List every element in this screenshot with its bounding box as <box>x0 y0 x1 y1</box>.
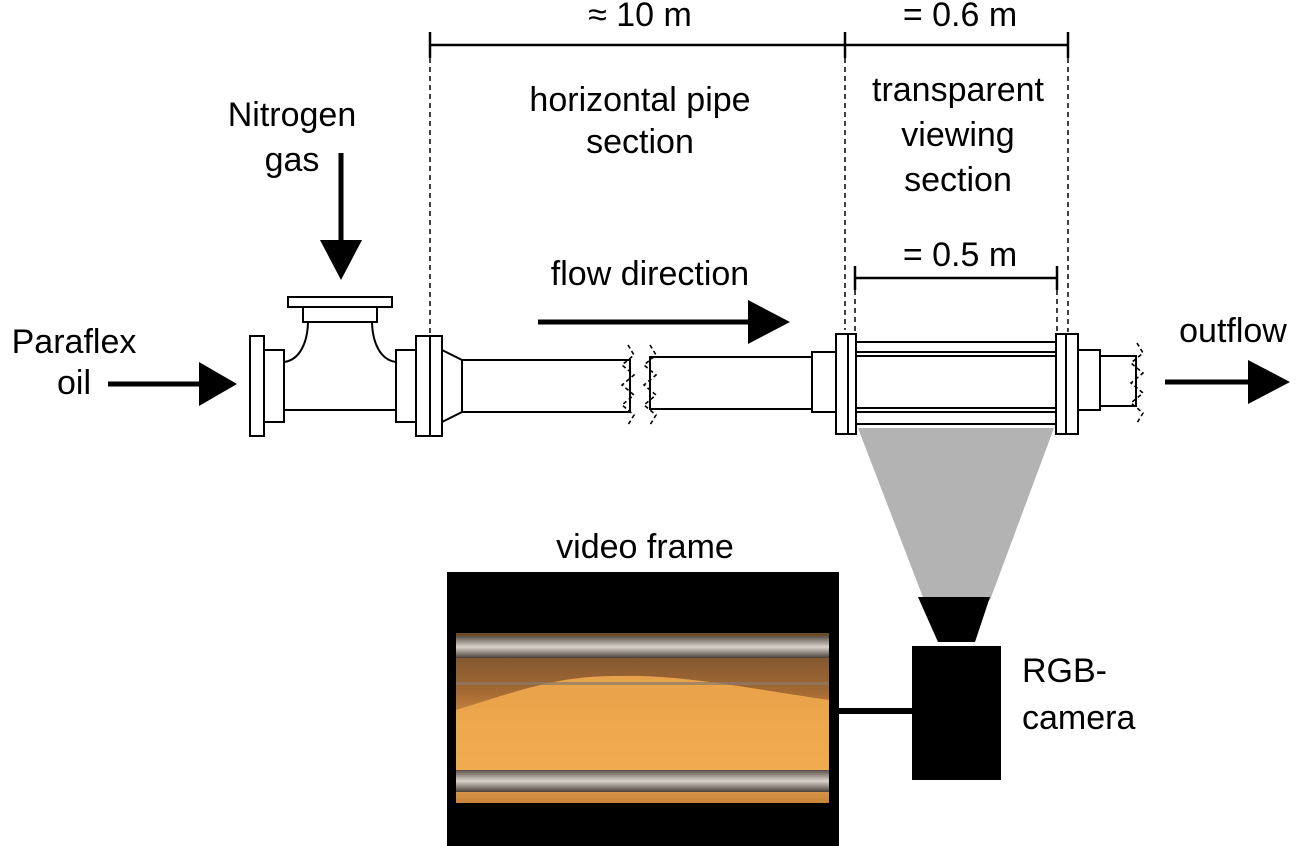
pipe-break-marks <box>620 342 1145 426</box>
length-camera-field-label: = 0.5 m <box>902 236 1018 274</box>
camera-label-2: camera <box>1022 699 1136 737</box>
length-total-label: ≈ 10 m <box>588 0 692 34</box>
video-frame-label: video frame <box>556 528 734 566</box>
transparent-label-1: transparent <box>872 71 1044 109</box>
camera-field-of-view <box>858 428 1054 600</box>
camera-label-1: RGB- <box>1022 652 1107 690</box>
nitrogen-arrow <box>320 153 362 280</box>
nitrogen-label-1: Nitrogen <box>227 96 357 134</box>
inlet-arrow <box>108 362 237 406</box>
horizontal-pipe-label-1: horizontal pipe <box>529 81 751 119</box>
outflow-arrow <box>1165 360 1290 404</box>
transparent-label-2: viewing <box>901 116 1015 154</box>
flow-direction-arrow <box>538 300 790 344</box>
t-piece <box>249 296 417 437</box>
rgb-camera-icon <box>912 597 1001 780</box>
dimension-guides <box>429 58 1069 338</box>
pipe-system <box>249 296 1137 437</box>
paraflex-label-2: oil <box>56 364 92 402</box>
length-viewing-label: = 0.6 m <box>902 0 1018 34</box>
horizontal-pipe-label-2: section <box>586 123 694 161</box>
outflow-label: outflow <box>1179 312 1287 350</box>
video-frame <box>447 572 839 846</box>
nitrogen-label-2: gas <box>264 141 320 179</box>
flow-direction-label: flow direction <box>550 255 750 293</box>
transparent-label-3: section <box>904 161 1012 199</box>
dimension-lines <box>428 32 1070 290</box>
paraflex-label-1: Paraflex <box>11 323 137 361</box>
